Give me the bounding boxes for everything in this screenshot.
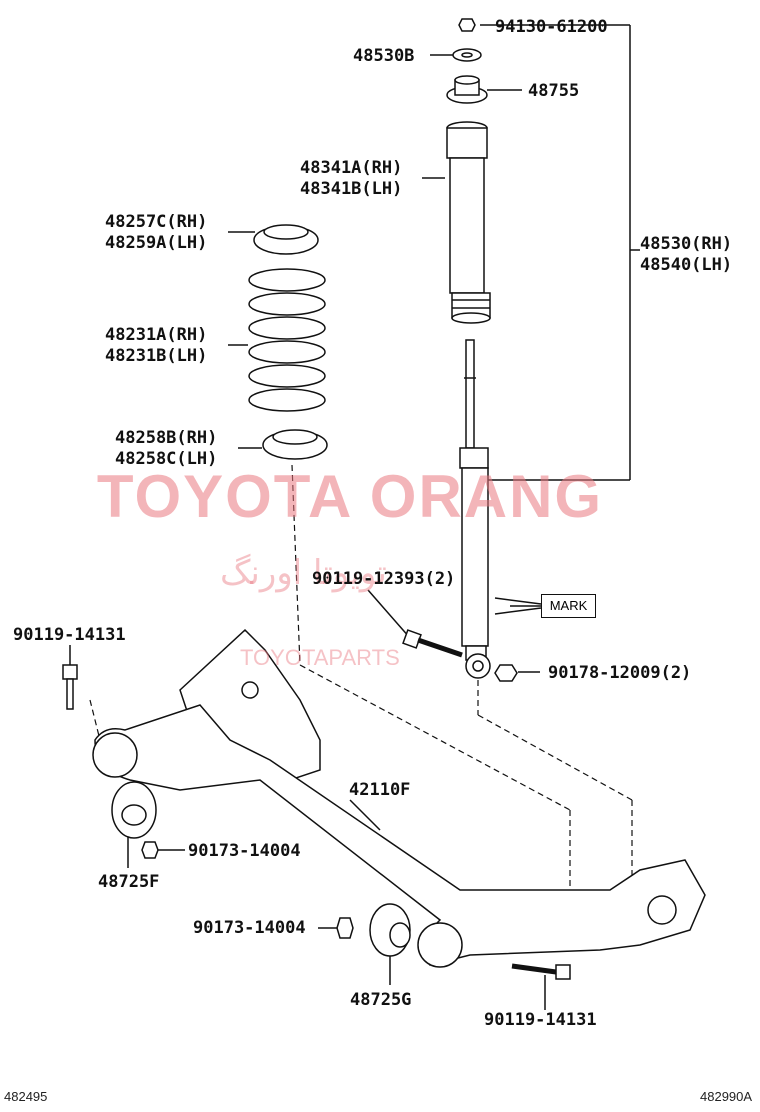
label-support[interactable]: 48755 [528, 81, 580, 101]
label-boot-rh[interactable]: 48341A(RH) [300, 158, 403, 178]
label-nut-right[interactable]: 90173-14004 [193, 918, 306, 938]
label-absorber-rh[interactable]: 48530(RH) [640, 234, 733, 254]
label-bushing-right[interactable]: 48725G [350, 990, 412, 1010]
label-bushing-left[interactable]: 48725F [98, 872, 160, 892]
label-bolt-left[interactable]: 90119-14131 [13, 625, 126, 645]
label-washer[interactable]: 48530B [353, 46, 415, 66]
label-beam[interactable]: 42110F [349, 780, 411, 800]
label-nut-top[interactable]: 94130-61200 [495, 17, 608, 37]
label-bolt-right[interactable]: 90119-14131 [484, 1010, 597, 1030]
label-spring-lh[interactable]: 48231B(LH) [105, 346, 208, 366]
label-bolt-absorber[interactable]: 90119-12393(2) [312, 569, 456, 589]
label-nut-left[interactable]: 90173-14004 [188, 841, 301, 861]
label-upper-insulator-lh[interactable]: 48259A(LH) [105, 233, 208, 253]
watermark-main: TOYOTA ORANG [96, 463, 604, 530]
watermark-farsi: تویوتا اورنگ [220, 553, 387, 593]
label-absorber-lh[interactable]: 48540(LH) [640, 255, 733, 275]
footer-right-code: 482990A [700, 1089, 753, 1104]
footer-left-code: 482495 [4, 1089, 48, 1104]
watermark-url: TOYOTAPARTS [240, 645, 400, 670]
mark-label: MARK [541, 594, 596, 618]
label-spring-rh[interactable]: 48231A(RH) [105, 325, 208, 345]
label-lower-insulator-lh[interactable]: 48258C(LH) [115, 449, 218, 469]
label-upper-insulator-rh[interactable]: 48257C(RH) [105, 212, 208, 232]
label-lower-insulator-rh[interactable]: 48258B(RH) [115, 428, 218, 448]
label-nut-absorber[interactable]: 90178-12009(2) [548, 663, 692, 683]
label-boot-lh[interactable]: 48341B(LH) [300, 179, 403, 199]
